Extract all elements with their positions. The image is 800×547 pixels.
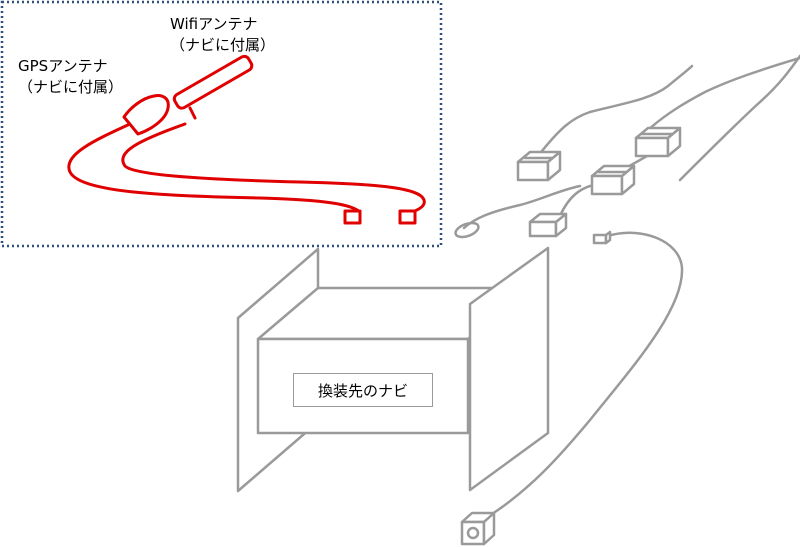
wifi-connector xyxy=(398,209,417,225)
harness-connector-a xyxy=(516,150,562,182)
harness-connector-b xyxy=(590,164,636,196)
harness-cable-6 xyxy=(484,231,684,520)
wifi-antenna-note: （ナビに付属） xyxy=(170,36,276,54)
harness-connector-d xyxy=(528,212,568,238)
wifi-antenna-label: Wifiアンテナ （ナビに付属） xyxy=(170,14,275,56)
wifi-antenna xyxy=(172,54,254,120)
gps-antenna-title: GPSアンテナ xyxy=(18,57,108,75)
ring-terminal xyxy=(454,221,480,239)
harness-cable-2 xyxy=(646,56,800,132)
harness-connector-c xyxy=(634,126,682,158)
bay-back-panel xyxy=(468,246,550,492)
antenna-group xyxy=(67,54,426,225)
gps-connector xyxy=(343,209,362,225)
harness-cable-5 xyxy=(462,184,582,230)
gps-cable xyxy=(67,122,362,214)
navigation-bay xyxy=(236,246,550,493)
gps-antenna-label: GPSアンテナ （ナビに付属） xyxy=(18,56,123,98)
gps-antenna xyxy=(122,94,170,136)
harness-cable-7 xyxy=(678,54,800,182)
harness-connector-small xyxy=(592,230,612,245)
harness-cable-1 xyxy=(536,64,694,158)
car-harness xyxy=(454,54,800,546)
navigation-unit-label: 換装先のナビ xyxy=(293,373,433,407)
wifi-cable xyxy=(121,122,426,214)
wifi-antenna-title: Wifiアンテナ xyxy=(170,15,258,33)
antenna-socket-connector xyxy=(460,511,496,546)
accessory-frame xyxy=(0,0,443,248)
gps-antenna-note: （ナビに付属） xyxy=(18,78,124,96)
